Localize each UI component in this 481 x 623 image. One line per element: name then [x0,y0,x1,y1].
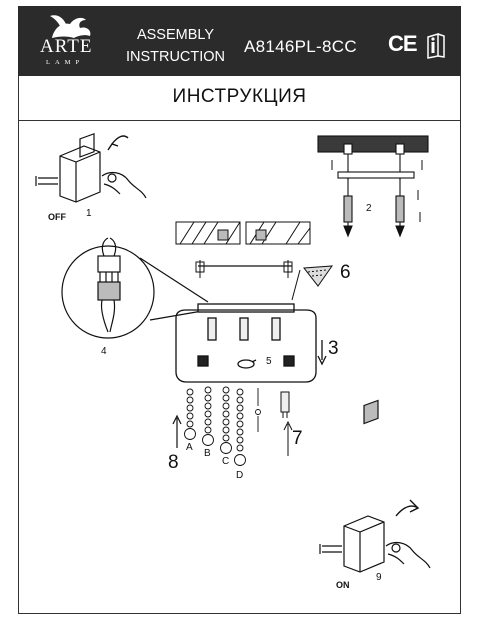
pendant-c [220,386,232,454]
pendant-hooks [255,388,261,432]
ceiling-hatch-illustration [175,221,311,278]
switch-off-illustration [35,132,147,203]
pendant-d [234,388,246,466]
off-label: OFF [48,212,66,222]
griffin-logo-icon [50,15,91,38]
bulb-illustration [280,391,293,456]
step-8-label: 8 [168,452,179,473]
pendant-d-label: D [236,470,244,481]
step-7-label: 7 [292,428,303,449]
page-title: ИНСТРУКЦИЯ [172,86,307,107]
assembly-line-2: INSTRUCTION [125,49,226,65]
logo-subtitle: LAMP [46,59,85,66]
ceiling-mount-illustration [317,135,429,238]
pendant-a-label: A [186,442,193,453]
manual-info-icon [427,33,445,59]
assembly-instruction-label: ASSEMBLY INSTRUCTION [118,24,233,68]
connector-detail-circle [61,237,209,339]
step-9-label: 9 [376,572,382,583]
step-6-label: 6 [340,262,351,283]
pendant-b [202,386,214,446]
switch-on-illustration [319,399,431,573]
wire-connection-detail [291,265,334,301]
header-bar: ARTE LAMP ASSEMBLY INSTRUCTION A8146PL-8… [18,6,461,76]
model-number: A8146PL-8CC [244,37,357,56]
step-8-arrow [172,414,182,448]
pendant-b-label: B [204,448,211,459]
title-divider [18,120,461,121]
step-5-label: 5 [266,356,272,367]
ce-mark: CE [388,31,418,56]
logo-text: ARTE [40,36,93,57]
on-label: ON [336,580,350,590]
step-3-label: 3 [328,338,339,359]
pendant-c-label: C [222,456,230,467]
step-4-label: 4 [101,346,107,357]
lamp-body-illustration [175,303,327,383]
crystal-strands [184,386,261,466]
pendant-a [184,388,196,440]
step-2-label: 2 [366,203,372,214]
step-1-label: 1 [86,208,92,219]
assembly-line-1: ASSEMBLY [136,27,215,43]
